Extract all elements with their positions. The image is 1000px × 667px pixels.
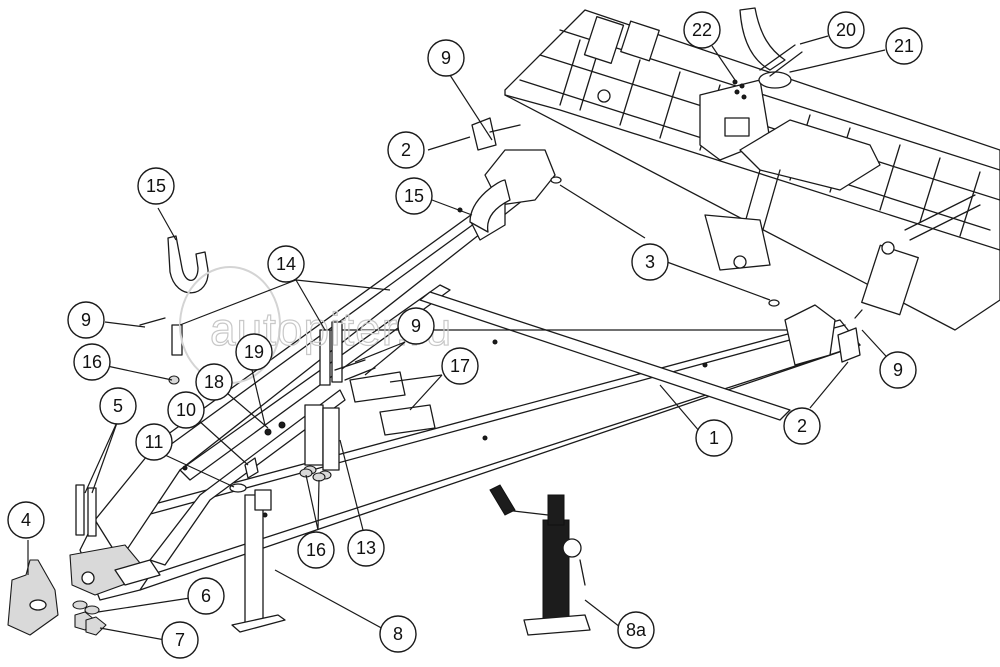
callout-20: 20 — [827, 11, 865, 49]
clamp-15-right — [469, 179, 511, 233]
callout-16-center: 16 — [297, 531, 335, 569]
clamp-15-left — [167, 235, 209, 294]
callout-11: 11 — [135, 423, 173, 461]
svg-text:9: 9 — [893, 360, 903, 380]
small-parts — [72, 117, 863, 636]
callout-3: 3 — [631, 243, 669, 281]
callout-4: 4 — [7, 501, 45, 539]
svg-text:15: 15 — [146, 176, 166, 196]
callout-8a: 8a — [617, 611, 655, 649]
callout-15-left: 15 — [137, 167, 175, 205]
svg-text:8a: 8a — [626, 620, 647, 640]
bracket-13 — [303, 404, 340, 480]
svg-text:6: 6 — [201, 586, 211, 606]
svg-text:7: 7 — [175, 630, 185, 650]
svg-text:9: 9 — [411, 316, 421, 336]
svg-text:9: 9 — [81, 310, 91, 330]
callout-17: 17 — [441, 347, 479, 385]
hitch-eye — [7, 559, 59, 636]
callout-9-left: 9 — [67, 301, 105, 339]
callout-16-left: 16 — [73, 343, 111, 381]
svg-text:17: 17 — [450, 356, 470, 376]
svg-text:22: 22 — [692, 20, 712, 40]
callout-13: 13 — [347, 529, 385, 567]
svg-text:4: 4 — [21, 510, 31, 530]
callout-21: 21 — [885, 27, 923, 65]
callout-1: 1 — [695, 419, 733, 457]
svg-text:2: 2 — [797, 416, 807, 436]
jack-stand — [231, 489, 286, 633]
callout-9-top: 9 — [427, 39, 465, 77]
callout-8: 8 — [379, 615, 417, 653]
callout-22: 22 — [683, 11, 721, 49]
svg-text:3: 3 — [645, 252, 655, 272]
callout-9-right: 9 — [879, 351, 917, 389]
callouts: 1 2 2 3 4 5 6 7 8 8a 9 9 9 9 10 11 13 14… — [7, 11, 923, 659]
callout-5: 5 — [99, 387, 137, 425]
svg-text:16: 16 — [82, 352, 102, 372]
leader-lines — [27, 35, 896, 641]
callout-14: 14 — [267, 245, 305, 283]
svg-text:9: 9 — [441, 48, 451, 68]
svg-text:14: 14 — [276, 254, 296, 274]
callout-2-left: 2 — [387, 131, 425, 169]
svg-text:21: 21 — [894, 36, 914, 56]
svg-text:15: 15 — [404, 186, 424, 206]
svg-text:13: 13 — [356, 538, 376, 558]
callout-10: 10 — [167, 391, 205, 429]
svg-text:18: 18 — [204, 372, 224, 392]
svg-text:10: 10 — [176, 400, 196, 420]
callout-18: 18 — [195, 363, 233, 401]
svg-text:8: 8 — [393, 624, 403, 644]
svg-text:20: 20 — [836, 20, 856, 40]
jack-alt — [489, 484, 591, 636]
svg-text:5: 5 — [113, 396, 123, 416]
callout-6: 6 — [187, 577, 225, 615]
svg-text:1: 1 — [709, 428, 719, 448]
callout-9-center: 9 — [397, 307, 435, 345]
callout-7: 7 — [161, 621, 199, 659]
svg-text:16: 16 — [306, 540, 326, 560]
straps-17 — [349, 371, 436, 436]
harrow-frame — [504, 7, 1000, 331]
callout-19: 19 — [235, 333, 273, 371]
svg-text:2: 2 — [401, 140, 411, 160]
callout-2-right: 2 — [783, 407, 821, 445]
callout-15-right: 15 — [395, 177, 433, 215]
svg-text:19: 19 — [244, 342, 264, 362]
svg-text:11: 11 — [145, 432, 164, 452]
